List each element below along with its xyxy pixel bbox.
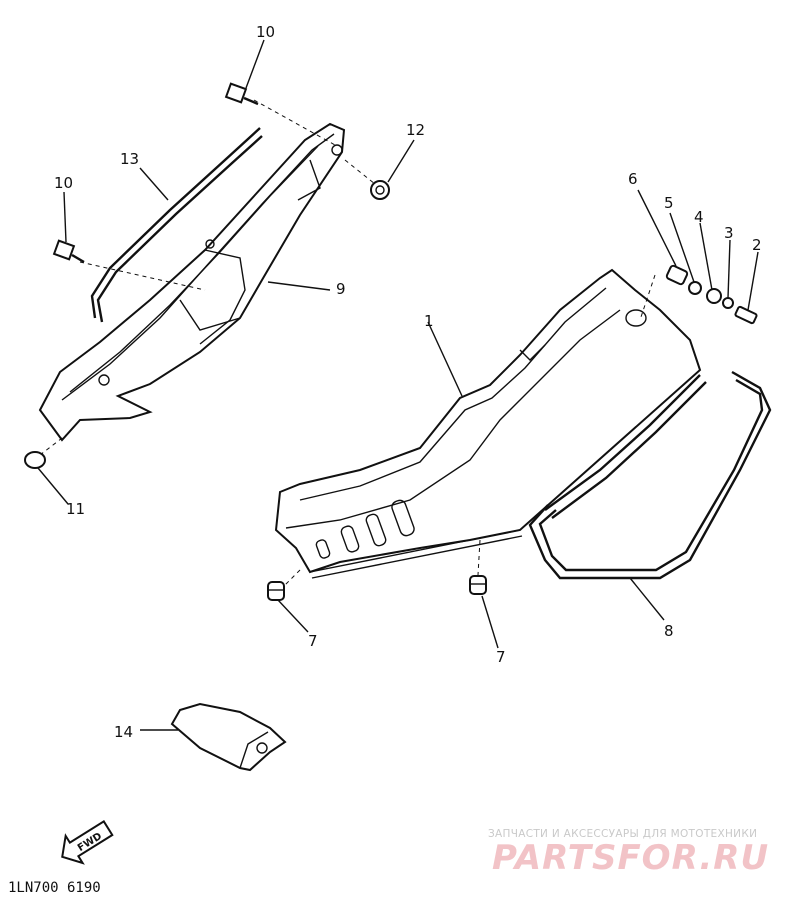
trim-strip-8 <box>528 370 772 580</box>
callout-3: 3 <box>724 224 734 242</box>
nut-12 <box>370 180 390 200</box>
callout-10-left: 10 <box>54 174 73 192</box>
callout-10-top: 10 <box>256 23 275 41</box>
callout-9: 9 <box>336 280 346 298</box>
screw-10-top <box>224 82 259 106</box>
callout-6: 6 <box>628 170 638 188</box>
callout-5: 5 <box>664 194 674 212</box>
callout-11: 11 <box>66 500 85 518</box>
callout-14: 14 <box>114 723 133 741</box>
fastener-stack <box>665 264 758 325</box>
trim-strip-13 <box>90 127 263 323</box>
right-side-cover <box>274 268 702 579</box>
grommet-11 <box>24 451 46 469</box>
callout-13: 13 <box>120 150 139 168</box>
forward-arrow: FWD <box>61 820 114 865</box>
callout-12: 12 <box>406 121 425 139</box>
callout-7-left: 7 <box>308 632 318 650</box>
watermark-logo: PARTSFOR.RU <box>492 838 770 878</box>
grommet-7-left <box>267 581 285 601</box>
drawing-code: 1LN700 6190 <box>8 880 101 896</box>
screw-10-left <box>52 239 85 264</box>
callout-2: 2 <box>752 236 762 254</box>
watermark-tagline: ЗАПЧАСТИ И АКСЕССУАРЫ ДЛЯ МОТОТЕХНИКИ <box>488 828 758 840</box>
callout-1: 1 <box>424 312 434 330</box>
leader-lines <box>37 39 759 731</box>
grommet-7-right <box>469 575 487 595</box>
pad-14 <box>170 702 287 772</box>
callout-8: 8 <box>664 622 674 640</box>
callout-4: 4 <box>694 208 704 226</box>
callout-7-right: 7 <box>496 648 506 666</box>
left-side-cover <box>38 122 346 442</box>
